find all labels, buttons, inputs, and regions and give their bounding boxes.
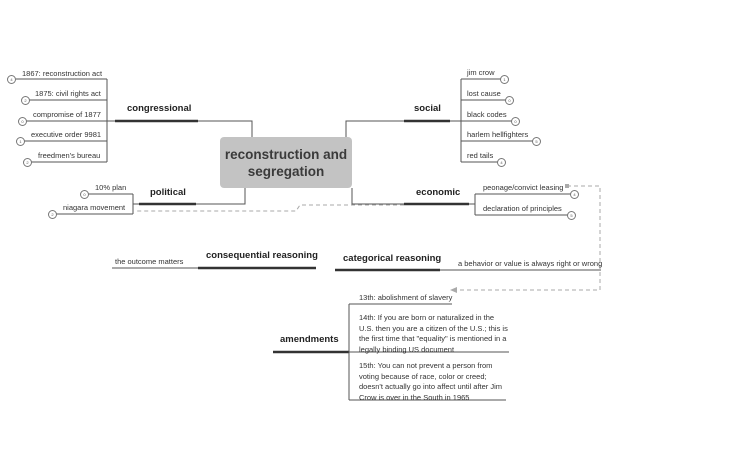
social-item-3[interactable]: black codes — [467, 110, 507, 119]
central-topic-line1: reconstruction and — [224, 146, 348, 162]
social-item-5[interactable]: red tails — [467, 151, 494, 160]
economic-item-1[interactable]: peonage/convict leasing — [483, 183, 564, 192]
congressional-item-2[interactable]: 1875: civil rights act — [35, 89, 101, 98]
circle-badge-icon[interactable]: 4 — [497, 158, 506, 167]
circle-badge-icon[interactable]: 0 — [505, 96, 514, 105]
congressional-item-3[interactable]: compromise of 1877 — [33, 110, 101, 119]
circle-badge-icon[interactable]: 2 — [48, 210, 57, 219]
branch-economic[interactable]: economic — [416, 187, 461, 198]
branch-social[interactable]: social — [414, 103, 441, 114]
branch-political[interactable]: political — [150, 187, 186, 198]
branch-congressional[interactable]: congressional — [127, 103, 192, 114]
amendment-14th[interactable]: 14th: If you are born or naturalized in … — [359, 313, 508, 354]
economic-item-2[interactable]: declaration of principles — [483, 204, 562, 213]
circle-badge-icon[interactable]: 4 — [7, 75, 16, 84]
circle-badge-icon[interactable]: 0 — [80, 190, 89, 199]
social-item-1[interactable]: jim crow — [467, 68, 495, 77]
political-item-2[interactable]: niagara movement — [63, 203, 126, 212]
circle-badge-icon[interactable]: 2 — [21, 96, 30, 105]
social-item-4[interactable]: harlem hellfighters — [467, 130, 529, 139]
political-item-1[interactable]: 10% plan — [95, 183, 127, 192]
congressional-item-4[interactable]: executive order 9981 — [31, 130, 102, 139]
branch-amendments[interactable]: amendments — [280, 334, 339, 345]
circle-badge-icon[interactable]: 0 — [511, 117, 520, 126]
categorical-item[interactable]: a behavior or value is always right or w… — [458, 259, 603, 268]
congressional-item-1[interactable]: 1867: reconstruction act — [22, 69, 103, 78]
amendment-15th[interactable]: 15th: You can not prevent a person from … — [359, 361, 503, 402]
circle-badge-icon[interactable]: 4 — [570, 190, 579, 199]
circle-badge-icon[interactable]: 1 — [500, 75, 509, 84]
circle-badge-icon[interactable]: 0 — [18, 117, 27, 126]
social-item-2[interactable]: lost cause — [467, 89, 501, 98]
circle-badge-icon[interactable]: 5 — [532, 137, 541, 146]
circle-badge-icon[interactable]: 2 — [23, 158, 32, 167]
circle-badge-icon[interactable]: 5 — [567, 211, 576, 220]
amendment-13th[interactable]: 13th: abolishment of slavery — [359, 293, 453, 302]
branch-consequential-reasoning[interactable]: consequential reasoning — [206, 250, 318, 261]
circle-badge-icon[interactable]: 1 — [16, 137, 25, 146]
consequential-item[interactable]: the outcome matters — [115, 257, 184, 266]
congressional-item-5[interactable]: freedmen's bureau — [38, 151, 101, 160]
central-topic-line2: segregation — [247, 163, 325, 179]
branch-categorical-reasoning[interactable]: categorical reasoning — [343, 253, 442, 264]
